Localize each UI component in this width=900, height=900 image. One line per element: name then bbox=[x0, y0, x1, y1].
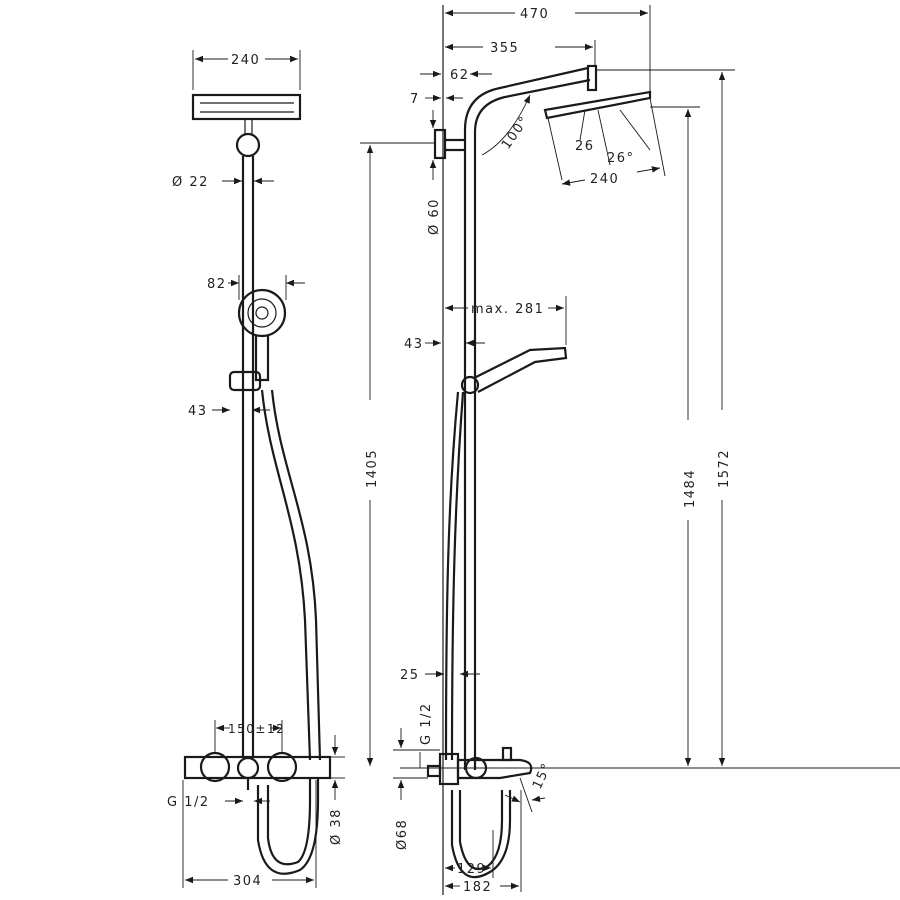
dim-rail-height: 1405 bbox=[365, 449, 380, 488]
dim-spout-angle: 15° bbox=[530, 760, 555, 791]
dim-head-height: 1484 bbox=[683, 469, 698, 508]
dim-head-width: 240 bbox=[231, 53, 260, 68]
dim-inlet-thread-side: G 1/2 bbox=[419, 702, 434, 745]
dim-wall-gap: 7 bbox=[410, 92, 420, 107]
dim-escutcheon-diameter: Ø68 bbox=[395, 819, 410, 850]
dim-mixer-diameter: Ø 38 bbox=[329, 808, 344, 845]
side-view: 470 355 62 7 100° 26 26° 240 Ø 60 max. 2… bbox=[360, 5, 900, 895]
hand-shower-side bbox=[473, 346, 568, 393]
shower-arm bbox=[463, 66, 589, 770]
dim-head-width-side: 240 bbox=[590, 172, 619, 187]
dim-center-distance: 150±12 bbox=[228, 722, 285, 736]
thermostat-mixer bbox=[183, 755, 332, 780]
dim-rail-diameter: Ø 22 bbox=[172, 175, 209, 190]
dim-total-height: 1572 bbox=[717, 449, 732, 488]
overhead-shower-head bbox=[191, 93, 302, 121]
dim-head-angle-1: 26 bbox=[575, 139, 595, 154]
dim-total-projection: 470 bbox=[520, 7, 549, 22]
dim-holder-offset-side: 43 bbox=[404, 337, 424, 352]
overhead-shower-side bbox=[543, 90, 652, 120]
dim-hand-shower-max: max. 281 bbox=[471, 302, 544, 317]
dim-spout-depth-2: 182 bbox=[463, 880, 492, 895]
mixer-side bbox=[456, 758, 533, 780]
dim-inlet-thread: G 1/2 bbox=[167, 795, 210, 810]
dim-arm-projection: 355 bbox=[490, 41, 519, 56]
wall-bracket-side bbox=[433, 128, 447, 160]
dim-wall-offset-top: 62 bbox=[450, 68, 470, 83]
dim-hand-shower-diameter: 82 bbox=[207, 277, 227, 292]
dim-mixer-width: 304 bbox=[233, 874, 262, 889]
wall-bracket bbox=[235, 132, 261, 158]
front-view: 240 Ø 22 82 43 150±12 G 1/2 Ø 38 304 bbox=[167, 50, 345, 889]
dim-arm-angle: 100° bbox=[499, 113, 533, 152]
dim-head-angle-2: 26° bbox=[607, 151, 635, 166]
dim-holder-offset: 43 bbox=[188, 404, 208, 419]
dim-spout-depth-1: 129 bbox=[457, 862, 486, 877]
hand-shower bbox=[237, 288, 287, 338]
dim-bracket-diameter: Ø 60 bbox=[427, 198, 442, 235]
dim-hose-offset: 25 bbox=[400, 668, 420, 683]
hand-shower-holder bbox=[228, 370, 262, 392]
